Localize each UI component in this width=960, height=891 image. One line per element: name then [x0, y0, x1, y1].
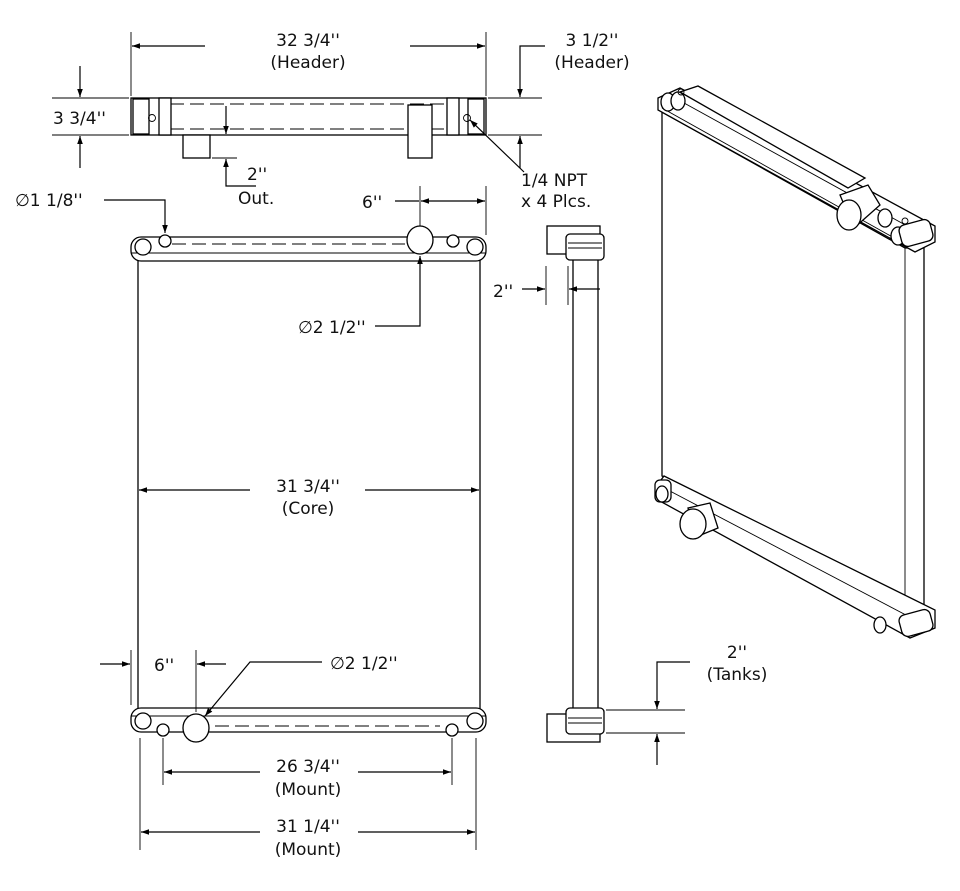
- top-tank: [130, 236, 487, 262]
- iso-core: [661, 110, 925, 613]
- dim-header-width: 32 3/4'': [276, 31, 340, 51]
- dim-mount-inner: 26 3/4'': [276, 757, 340, 777]
- isometric-view: [654, 85, 936, 639]
- side-bottom-tank: [565, 707, 605, 735]
- dim-mount-outer: 31 1/4'': [276, 817, 340, 837]
- clamp-left: [158, 97, 172, 136]
- dim-top-offset: 6'': [362, 193, 382, 213]
- core: [137, 257, 481, 711]
- bottom-port: [182, 713, 210, 743]
- dim-header-width-note: (Header): [270, 53, 345, 73]
- end-cap-left: [132, 98, 150, 135]
- side-core: [572, 257, 599, 711]
- dim-mount-hole-dia: ∅1 1/8'': [15, 191, 83, 211]
- side-view: 2'' 2'' (Tanks): [493, 225, 768, 765]
- npt-port-icon: [148, 114, 156, 122]
- iso-bottom-port: [679, 508, 707, 540]
- dim-mount-inner-note: (Mount): [275, 780, 342, 800]
- dim-outlet: 2'': [247, 165, 267, 185]
- mount-hole: [158, 234, 172, 248]
- inlet-stub: [407, 104, 433, 159]
- npt-port-icon: [463, 114, 471, 122]
- npt-label: 1/4 NPT: [521, 171, 588, 191]
- dim-overall-depth: 3 3/4'': [53, 109, 106, 129]
- npt-note: x 4 Plcs.: [521, 192, 591, 212]
- dim-core-width: 31 3/4'': [276, 477, 340, 497]
- dim-bottom-port-dia: ∅2 1/2'': [330, 654, 398, 674]
- mount-hole: [446, 234, 460, 248]
- clamp-right: [446, 97, 460, 136]
- top-view: 32 3/4'' (Header) 3 1/2'' (Header) 3 3/4…: [52, 31, 630, 212]
- front-view: ∅1 1/8'' 6'' ∅2 1/2'' 31 3/4'' (Core) 6'…: [15, 186, 487, 860]
- mount-hole: [156, 723, 170, 737]
- dim-core-note: (Core): [282, 499, 335, 519]
- mount-hole: [445, 723, 459, 737]
- dim-header-depth: 3 1/2'': [566, 31, 619, 51]
- dim-tank-note: (Tanks): [707, 665, 768, 685]
- dim-header-depth-note: (Header): [554, 53, 629, 73]
- dim-core-thickness: 2'': [493, 282, 513, 302]
- dim-tank-height: 2'': [727, 643, 747, 663]
- dim-bottom-offset: 6'': [154, 656, 174, 676]
- top-port: [406, 225, 434, 255]
- dim-mount-outer-note: (Mount): [275, 840, 342, 860]
- side-top-tank: [565, 233, 605, 261]
- dim-outlet-note: Out.: [238, 189, 274, 209]
- outlet-stub: [182, 134, 211, 159]
- npt-port-icon: [677, 88, 685, 96]
- iso-top-port: [836, 199, 862, 231]
- dim-top-port-dia: ∅2 1/2'': [298, 318, 366, 338]
- npt-port-icon: [901, 217, 909, 225]
